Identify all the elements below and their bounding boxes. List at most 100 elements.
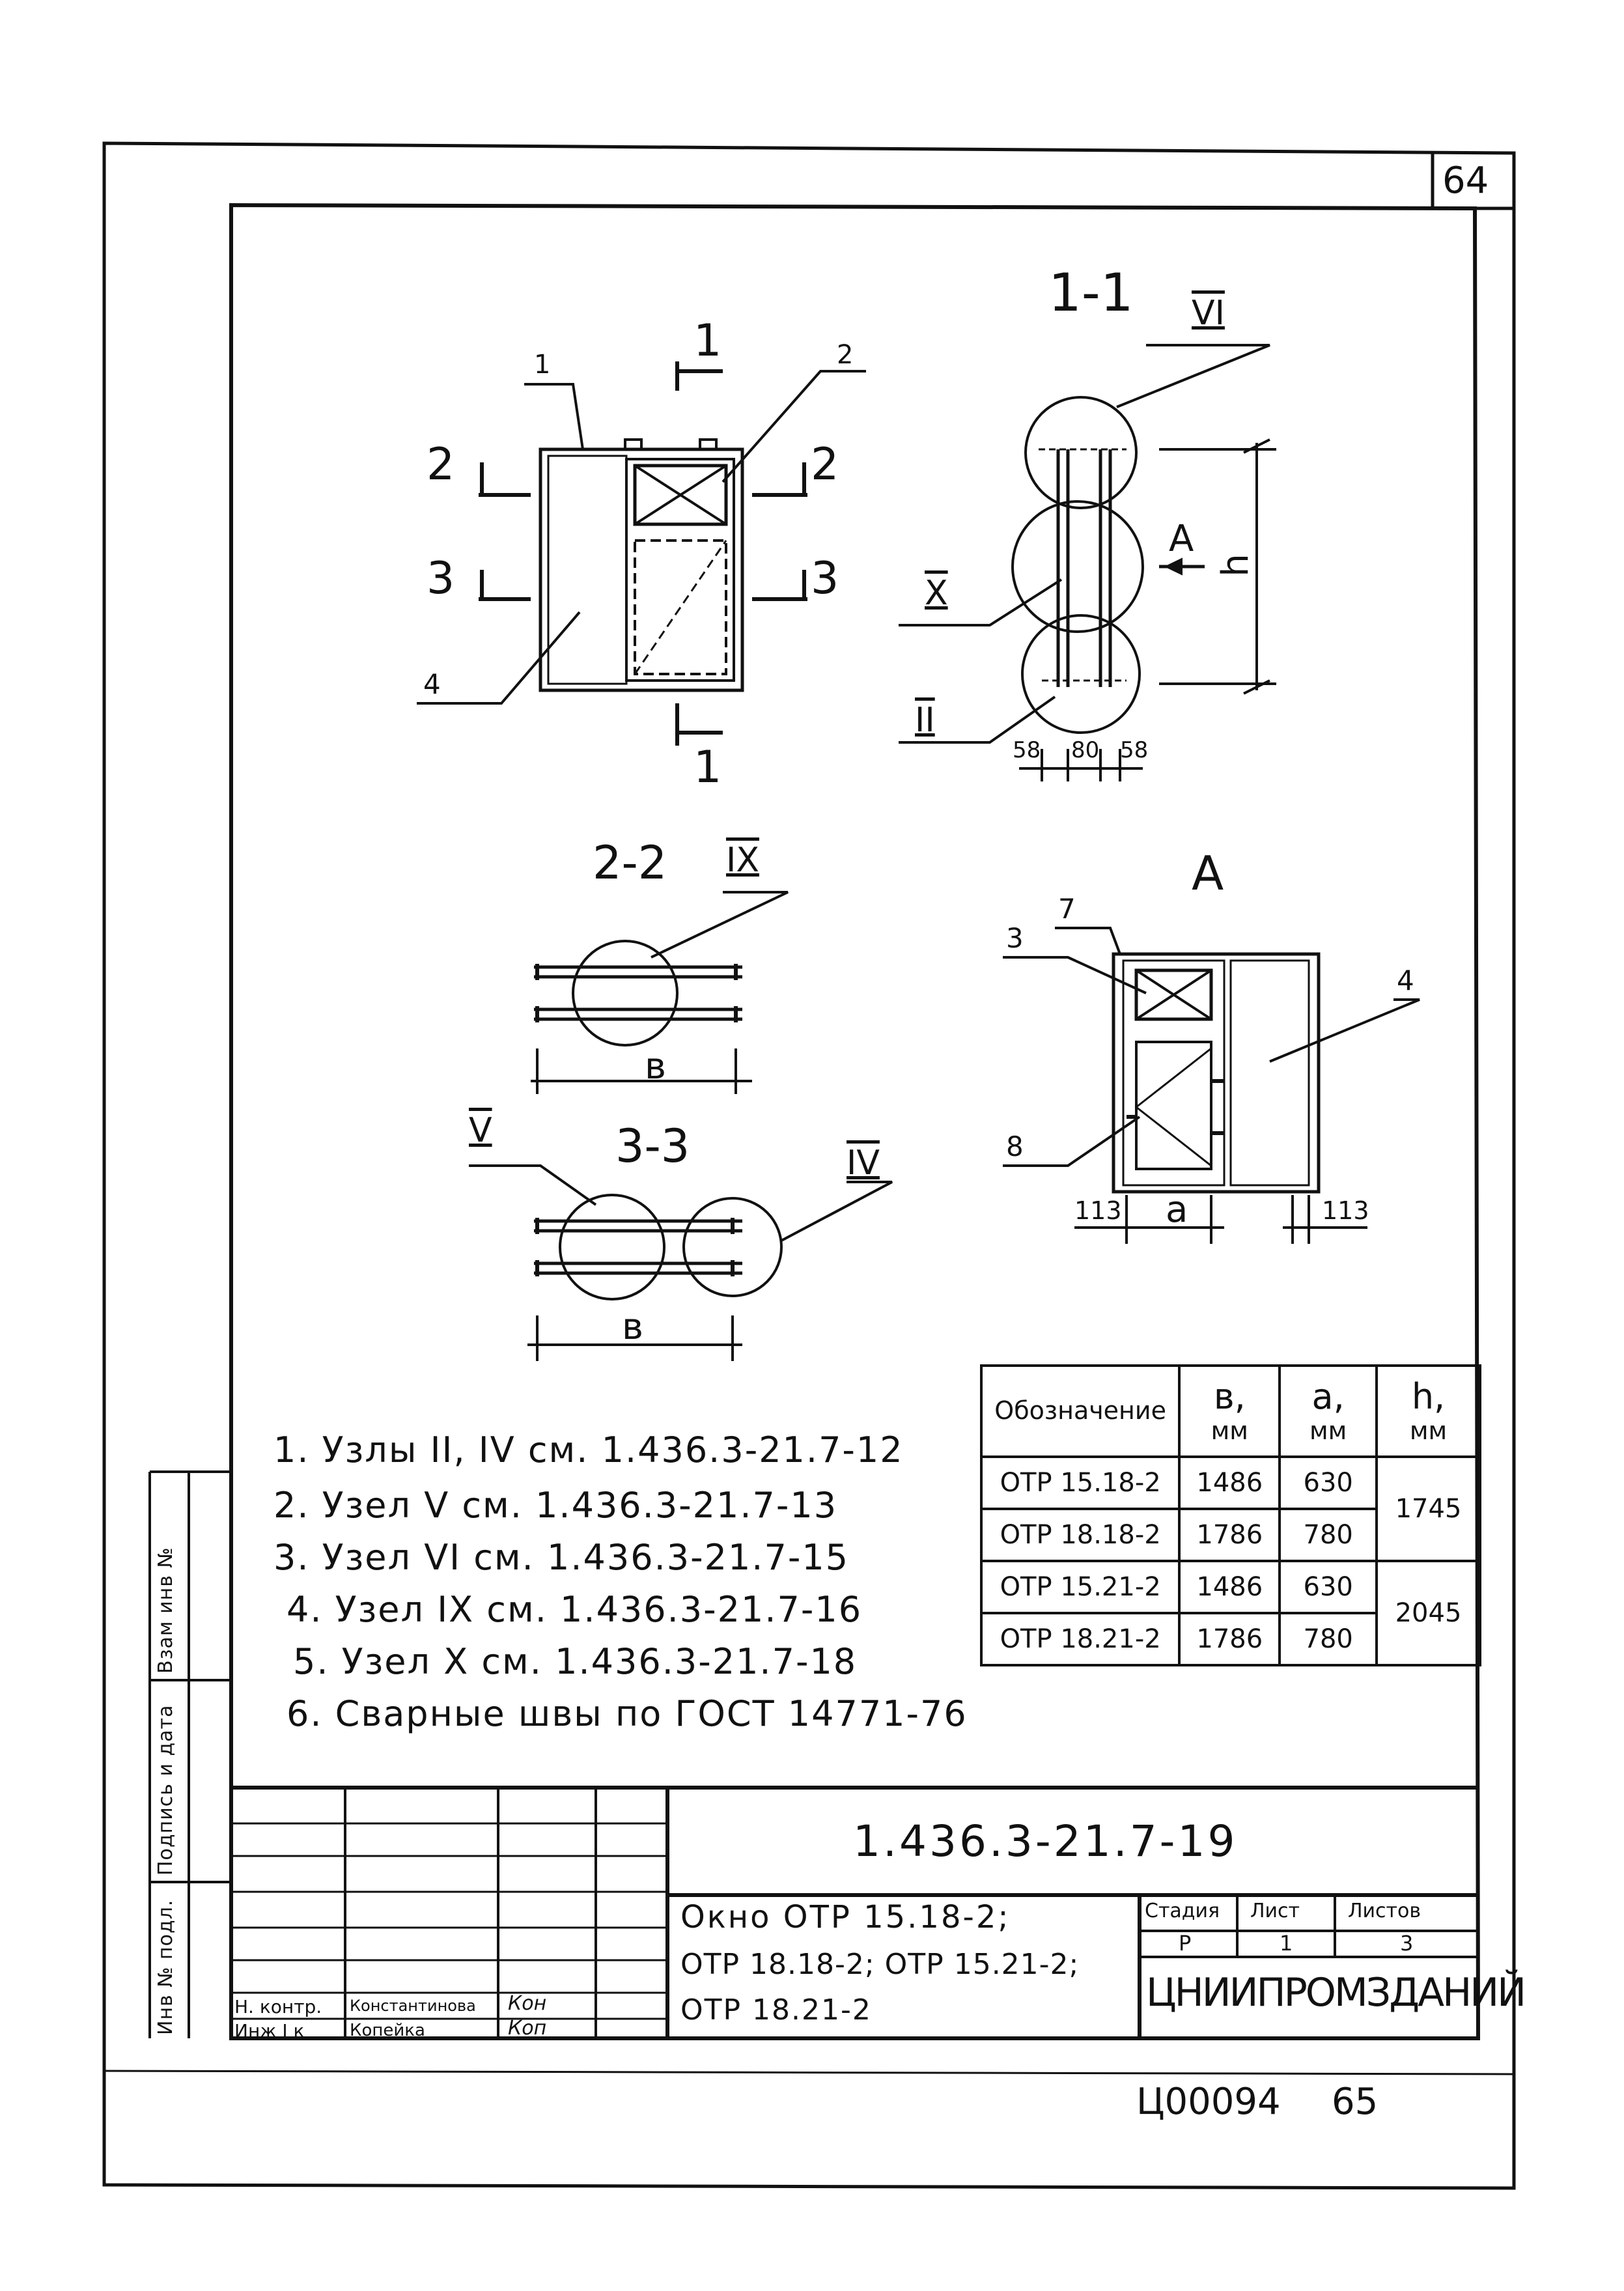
node-ix-label: IX [726, 841, 759, 880]
elevation-window [539, 438, 744, 692]
row-b: 1486 [1178, 1560, 1281, 1614]
section-1-1-title: 1-1 [1048, 262, 1134, 323]
row-b: 1486 [1178, 1455, 1281, 1510]
header-b: в, мм [1178, 1364, 1281, 1458]
sign-signature-1: Кон [508, 1992, 547, 2015]
cut-2-label-left: 2 [427, 439, 455, 490]
position-8-label: 8 [1006, 1131, 1024, 1162]
table-row: ОТР 15.21-2 1486 630 2045 [979, 1560, 1481, 1666]
node-x-label: X [925, 574, 948, 613]
cut-1-label-top: 1 [693, 315, 722, 367]
header-a-symbol: a, [1311, 1376, 1345, 1418]
node-v-label: V [469, 1111, 492, 1150]
header-b-unit: мм [1211, 1416, 1248, 1446]
header-h: h, мм [1375, 1364, 1481, 1458]
cut-2-label-right: 2 [811, 439, 839, 490]
row-designation: ОТР 15.21-2 [979, 1560, 1181, 1614]
position-2-label: 2 [837, 340, 854, 370]
position-7-label: 7 [1058, 893, 1076, 925]
row-h: 1745 [1375, 1455, 1481, 1562]
note-3: 3. Узел VI см. 1.436.3-21.7-15 [273, 1537, 850, 1578]
bottom-line [104, 2070, 1515, 2075]
row-a: 780 [1278, 1612, 1379, 1666]
row-a: 630 [1278, 1560, 1379, 1614]
dimension-58-right: 58 [1120, 737, 1149, 763]
note-1: 1. Узлы II, IV см. 1.436.3-21.7-12 [273, 1429, 904, 1470]
note-2: 2. Узел V см. 1.436.3-21.7-13 [273, 1485, 838, 1526]
header-a: a, мм [1278, 1364, 1379, 1458]
table-row: ОТР 15.18-2 1486 630 1745 [979, 1455, 1481, 1562]
sheet-number-top: 64 [1442, 160, 1489, 202]
view-a-drawing [1003, 927, 1420, 1244]
sheets-value: 3 [1400, 1931, 1414, 1956]
stage-value: Р [1179, 1931, 1192, 1956]
section-1-1-drawing [899, 344, 1276, 781]
header-a-unit: мм [1309, 1416, 1347, 1446]
dimension-113-right: 113 [1322, 1196, 1369, 1225]
note-6: 6. Сварные швы по ГОСТ 14771-76 [287, 1693, 968, 1734]
dimension-b-label-3-3: в [622, 1306, 644, 1348]
dimension-80: 80 [1071, 737, 1100, 763]
dimension-b-label-2-2: в [645, 1045, 667, 1088]
organization-name: ЦНИИПРОМЗДАНИЙ [1146, 1970, 1526, 2016]
sign-name-1: Константинова [350, 1997, 476, 2015]
title-line-1: Окно ОТР 15.18-2; [680, 1899, 1011, 1935]
section-3-3-drawing [469, 1164, 893, 1361]
sheet-label: Лист [1250, 1900, 1300, 1922]
spec-table: Обозначение в, мм a, мм h, мм ОТР 15.18-… [979, 1364, 1481, 1666]
sheets-label: Листов [1348, 1900, 1421, 1922]
cut-2-right [752, 462, 807, 497]
position-4-label-view-a: 4 [1397, 964, 1414, 996]
sheet-value: 1 [1280, 1931, 1293, 1956]
header-designation: Обозначение [979, 1364, 1181, 1458]
section-2-2-title: 2-2 [593, 836, 667, 890]
row-a: 780 [1278, 1508, 1379, 1562]
sheet-number-bottom: 65 [1332, 2081, 1379, 2123]
row-h: 2045 [1375, 1560, 1481, 1666]
dimension-58-left: 58 [1013, 737, 1041, 763]
sign-role-1: Н. контр. [234, 1996, 322, 2017]
node-ii-label: II [915, 701, 935, 740]
row-designation: ОТР 18.18-2 [979, 1508, 1181, 1562]
title-line-3: ОТР 18.21-2 [680, 1993, 872, 2027]
view-a-title: A [1192, 846, 1224, 901]
table-row: ОТР 18.21-2 1786 780 [979, 1612, 1480, 1666]
cut-3-label-right: 3 [811, 553, 839, 604]
cut-1-bottom [675, 703, 723, 746]
note-5: 5. Узел X см. 1.436.3-21.7-18 [293, 1641, 858, 1682]
note-4: 4. Узел IX см. 1.436.3-21.7-16 [287, 1589, 863, 1630]
dimension-113-left: 113 [1074, 1196, 1122, 1225]
table-row: ОТР 18.18-2 1786 780 [979, 1508, 1480, 1562]
cut-3-left [479, 570, 531, 601]
outer-frame [102, 141, 1516, 2190]
dimension-a-label: a [1166, 1188, 1188, 1231]
inner-frame [229, 203, 1481, 2040]
cut-3-label-left: 3 [427, 553, 455, 604]
cut-1-top [675, 361, 723, 391]
margin-column [148, 1470, 231, 2038]
stage-label: Стадия [1145, 1900, 1220, 1922]
arrow-a-label: A [1169, 518, 1194, 560]
inventory-number: Ц00094 [1136, 2081, 1281, 2123]
title-line-2: ОТР 18.18-2; ОТР 15.21-2; [680, 1948, 1080, 1981]
section-3-3-title: 3-3 [615, 1119, 690, 1173]
sign-role-2: Инж I к [234, 2020, 305, 2042]
margin-label-replacement: Взам инв № [154, 1547, 177, 1674]
position-4-label: 4 [423, 668, 441, 700]
row-a: 630 [1278, 1455, 1379, 1510]
cut-1-label-bottom: 1 [693, 742, 722, 793]
node-iv-label: IV [847, 1144, 880, 1183]
margin-label-signature: Подпись и дата [154, 1704, 177, 1876]
document-code: 1.436.3-21.7-19 [853, 1816, 1238, 1866]
row-designation: ОТР 15.18-2 [979, 1455, 1181, 1510]
position-3-label: 3 [1006, 922, 1024, 954]
sign-name-2: Копейка [350, 2021, 425, 2040]
cut-3-right [752, 570, 807, 601]
position-1-label: 1 [534, 350, 551, 380]
header-h-symbol: h, [1411, 1376, 1446, 1418]
row-b: 1786 [1178, 1508, 1281, 1562]
row-b: 1786 [1178, 1612, 1281, 1666]
section-2-2-drawing [531, 891, 789, 1094]
